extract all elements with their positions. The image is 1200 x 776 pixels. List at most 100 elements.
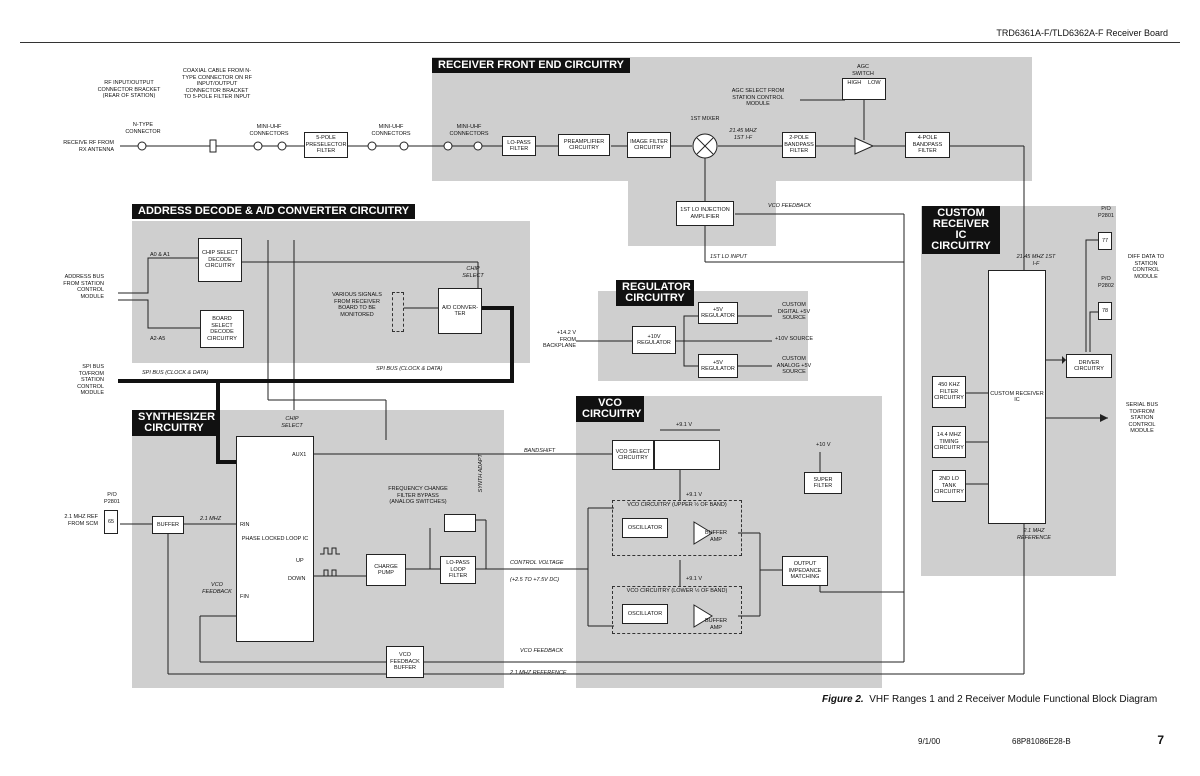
- vco-select-block: VCO SELECT CIRCUITRY: [612, 440, 654, 470]
- reg5a-block: +5V REGULATOR: [698, 302, 738, 324]
- driver-block: DRIVER CIRCUITRY: [1066, 354, 1112, 378]
- lopass-filter-block: LO-PASS FILTER: [502, 136, 536, 156]
- vco-lower-block: VCO CIRCUITRY (LOWER ½ OF BAND): [612, 586, 742, 634]
- mixer-label: 1ST MIXER: [690, 116, 720, 122]
- super-filter-block: SUPER FILTER: [804, 472, 842, 494]
- chip-select-2-label: CHIP SELECT: [281, 416, 303, 429]
- front-end-title: RECEIVER FRONT END CIRCUITRY: [432, 58, 630, 73]
- diff-data-label: DIFF DATA TO STATION CONTROL MODULE: [1127, 254, 1165, 280]
- loop-filter-block: LO-PASS LOOP FILTER: [440, 556, 476, 584]
- vco-upper-block: VCO CIRCUITRY (UPPER ½ OF BAND): [612, 500, 742, 556]
- control-voltage-label: CONTROL VOLTAGE: [510, 560, 564, 566]
- tank-block: 2ND LO TANK CIRCUITRY: [932, 470, 966, 502]
- serial-bus-label: SERIAL BUS TO/FROM STATION CONTROL MODUL…: [1125, 402, 1159, 434]
- agc-switch-label: AGC SWITCH: [852, 64, 874, 77]
- fin-label: FIN: [240, 594, 249, 600]
- preselector-block: 5-POLE PRESELECTOR FILTER: [304, 132, 348, 158]
- a0a1-label: A0 & A1: [150, 252, 170, 258]
- po-p2801-label: P/O P2801: [104, 492, 120, 505]
- address-title: ADDRESS DECODE & A/D CONVERTER CIRCUITRY: [132, 204, 416, 219]
- receive-rf-label: RECEIVE RF FROM RX ANTENNA: [63, 140, 114, 153]
- page-header: TRD6361A-F/TLD6362A-F Receiver Board: [996, 28, 1168, 38]
- spi-clock-label-2: SPI BUS (CLOCK & DATA): [376, 366, 443, 372]
- timing-block: 14.4 MHZ TIMING CIRCUITRY: [932, 426, 966, 458]
- agc-select-label: AGC SELECT FROM STATION CONTROL MODULE: [731, 88, 785, 107]
- v91a-label: +9.1 V: [676, 422, 693, 428]
- bandpass4-block: 4-POLE BANDPASS FILTER: [905, 132, 950, 158]
- figure-number: Figure 2.: [822, 694, 864, 705]
- v91b-label: +9.1 V: [686, 492, 703, 498]
- rf-bracket-label: RF INPUT/OUTPUT CONNECTOR BRACKET (REAR …: [97, 80, 161, 99]
- synth-title: SYNTHESIZER CIRCUITRY: [132, 410, 216, 436]
- if1-label: 21.45 MHZ 1ST I-F: [729, 128, 757, 141]
- monitor-bracket: [392, 292, 404, 332]
- bandshift-label: BANDSHIFT: [524, 448, 556, 454]
- pin65-box: 65: [104, 510, 118, 534]
- a2a5-label: A2-A5: [150, 336, 166, 342]
- front-end-section: [432, 57, 1032, 181]
- custom-ic-title: CUSTOM RECEIVER IC CIRCUITRY: [922, 206, 1000, 254]
- vco-feedback-2-label: VCO FEEDBACK: [202, 582, 232, 595]
- page-number: 7: [1157, 733, 1164, 747]
- agc-high-label: HIGH: [847, 80, 862, 86]
- vco-feedback-buffer-block: VCO FEEDBACK BUFFER: [386, 646, 424, 678]
- down-label: DOWN: [288, 576, 306, 582]
- output-matching-block: OUTPUT IMPEDANCE MATCHING: [782, 556, 828, 586]
- figure-caption: Figure 2. VHF Ranges 1 and 2 Receiver Mo…: [822, 694, 1157, 705]
- mini2-label: MINI-UHF CONNECTORS: [371, 124, 411, 137]
- synth-section: [132, 410, 504, 688]
- bandpass2-block: 2-POLE BANDPASS FILTER: [782, 132, 816, 158]
- regulator-title: REGULATOR CIRCUITRY: [616, 280, 694, 306]
- v91c-label: +9.1 V: [686, 576, 703, 582]
- vco-lower-label: VCO CIRCUITRY (LOWER ½ OF BAND): [626, 588, 728, 594]
- charge-pump-block: CHARGE PUMP: [366, 554, 406, 586]
- vco-title: VCO CIRCUITRY: [576, 396, 644, 422]
- filter-bypass-switch: [444, 514, 476, 532]
- buffer-block: BUFFER: [152, 516, 184, 534]
- custom-analog-label: CUSTOM ANALOG +5V SOURCE: [776, 356, 812, 375]
- pll-block: PHASE LOCKED LOOP IC: [236, 436, 314, 642]
- chip-select-block: CHIP SELECT DECODE CIRCUITRY: [198, 238, 242, 282]
- footer-doc-number: 68P81086E28-B: [1012, 737, 1071, 746]
- rin-label: RIN: [240, 522, 250, 528]
- po-p2802-label: P/O P2802: [1098, 276, 1114, 289]
- cv-range-label: (+2.5 TO +7.5V DC): [510, 577, 560, 583]
- chip-select-label: CHIP SELECT: [462, 266, 484, 279]
- various-signals-label: VARIOUS SIGNALS FROM RECEIVER BOARD TO B…: [332, 292, 382, 318]
- custom-ic-block: CUSTOM RECEIVER IC: [988, 270, 1046, 524]
- image-filter-block: IMAGE FILTER CIRCUITRY: [627, 132, 671, 158]
- vco-select-switch: [654, 440, 720, 470]
- oscillator-upper-block: OSCILLATOR: [622, 518, 668, 538]
- preamp-block: PREAMPLIFIER CIRCUITRY: [558, 134, 610, 156]
- spi-clock-label: SPI BUS (CLOCK & DATA): [142, 370, 209, 376]
- adc-block: A/D CONVER-TER: [438, 288, 482, 334]
- mhz21-label: 2.1 MHZ: [200, 516, 222, 522]
- lo-input-label: 1ST LO INPUT: [710, 254, 747, 260]
- filter450-block: 450 KHZ FILTER CIRCUITRY: [932, 376, 966, 408]
- vco-feedback-label: VCO FEEDBACK: [768, 203, 812, 209]
- po-p2801-top-label: P/O P2801: [1098, 206, 1114, 219]
- reg5b-block: +5V REGULATOR: [698, 354, 738, 378]
- up-label: UP: [296, 558, 304, 564]
- spi-bus-label: SPI BUS TO/FROM STATION CONTROL MODULE: [77, 364, 104, 396]
- coax-label: COAXIAL CABLE FROM N-TYPE CONNECTOR ON R…: [182, 68, 252, 100]
- pin77-box: 77: [1098, 232, 1112, 250]
- header-rule: [20, 42, 1180, 43]
- synth-adapt-label: SYNTH ADAPT: [477, 454, 484, 493]
- oscillator-lower-block: OSCILLATOR: [622, 604, 668, 624]
- custom-digital-label: CUSTOM DIGITAL +5V SOURCE: [777, 302, 811, 321]
- aux1-label: AUX1: [292, 452, 307, 458]
- agc-switch-box: HIGH LOW: [842, 78, 886, 100]
- v10-source-label: +10V SOURCE: [774, 336, 814, 342]
- mini3-label: MINI-UHF CONNECTORS: [449, 124, 489, 137]
- vco-upper-label: VCO CIRCUITRY (UPPER ½ OF BAND): [627, 502, 727, 508]
- footer-date: 9/1/00: [918, 737, 941, 746]
- ref21-label: 2.1 MHZ REFERENCE: [1017, 528, 1051, 541]
- mini1-label: MINI-UHF CONNECTORS: [249, 124, 289, 137]
- v10-label: +10 V: [816, 442, 831, 448]
- ref21b-label: 2.1 MHZ REFERENCE: [510, 670, 567, 676]
- board-select-block: BOARD SELECT DECODE CIRCUITRY: [200, 310, 244, 348]
- ref-in-label: 2.1 MHZ REF FROM SCM: [64, 514, 98, 527]
- buffer-amp-upper-label: BUFFER AMP: [705, 530, 727, 543]
